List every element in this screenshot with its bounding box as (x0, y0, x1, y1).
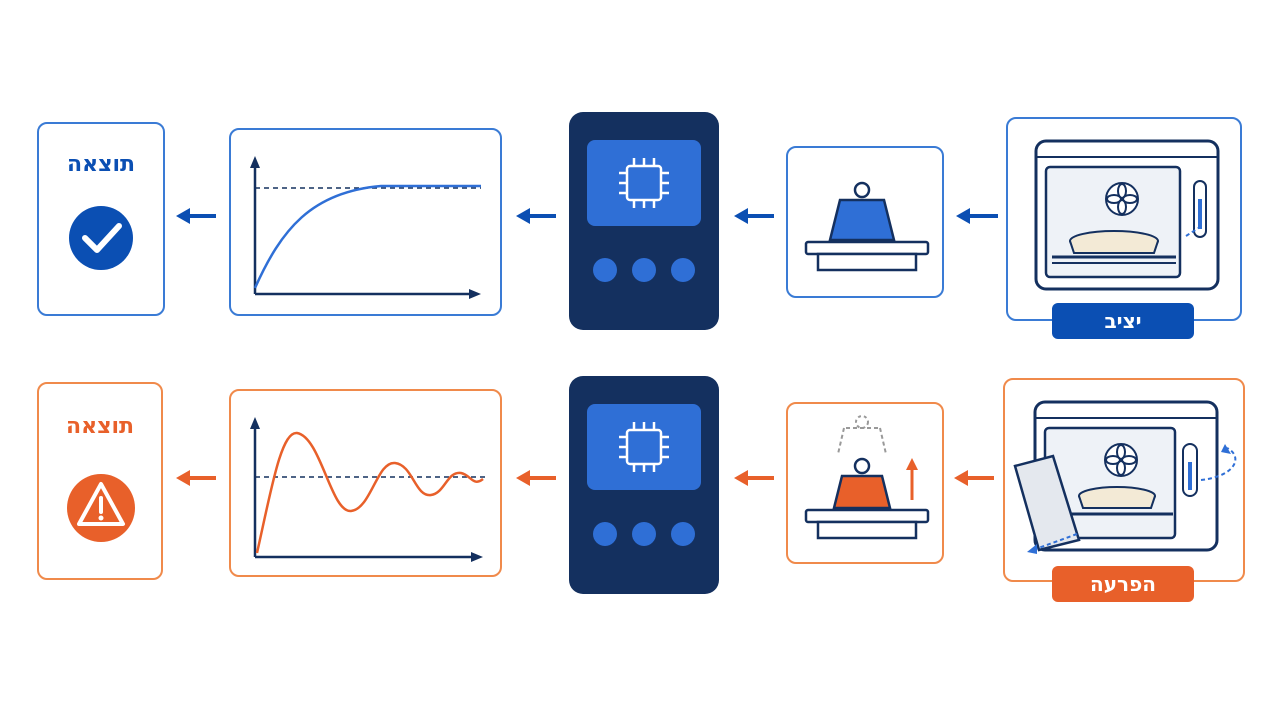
disturbance-badge: הפרעה (1052, 566, 1194, 602)
controller-button (632, 522, 656, 546)
check-circle-icon (69, 206, 133, 270)
stable-controller (569, 112, 719, 330)
controller-button (671, 258, 695, 282)
disturbance-oven-card (1003, 378, 1245, 582)
controller-screen (587, 404, 701, 490)
response-graph (250, 156, 481, 299)
controller-button (593, 522, 617, 546)
stable-response-graph (229, 128, 502, 316)
oven-icon (1034, 139, 1220, 291)
weight-scale-icon (804, 415, 930, 540)
oven-icon (1013, 400, 1237, 554)
result-title: תוצאה (65, 414, 135, 439)
controller-button (671, 522, 695, 546)
warning-circle-icon (67, 474, 135, 542)
disturbance-result-card: תוצאה (37, 382, 163, 580)
disturbance-weight-card (786, 402, 944, 564)
response-graph (250, 417, 485, 562)
stable-result-card: תוצאה (37, 122, 165, 316)
controller-screen (587, 140, 701, 226)
controller-button (632, 258, 656, 282)
disturbance-response-graph (229, 389, 502, 577)
stable-badge: יציב (1052, 303, 1194, 339)
chip-icon (619, 158, 669, 208)
weight-scale-icon (804, 181, 930, 272)
stable-oven-card (1006, 117, 1242, 321)
controller-button (593, 258, 617, 282)
disturbance-controller (569, 376, 719, 594)
result-title: תוצאה (66, 152, 136, 177)
stable-weight-card (786, 146, 944, 298)
chip-icon (619, 422, 669, 472)
